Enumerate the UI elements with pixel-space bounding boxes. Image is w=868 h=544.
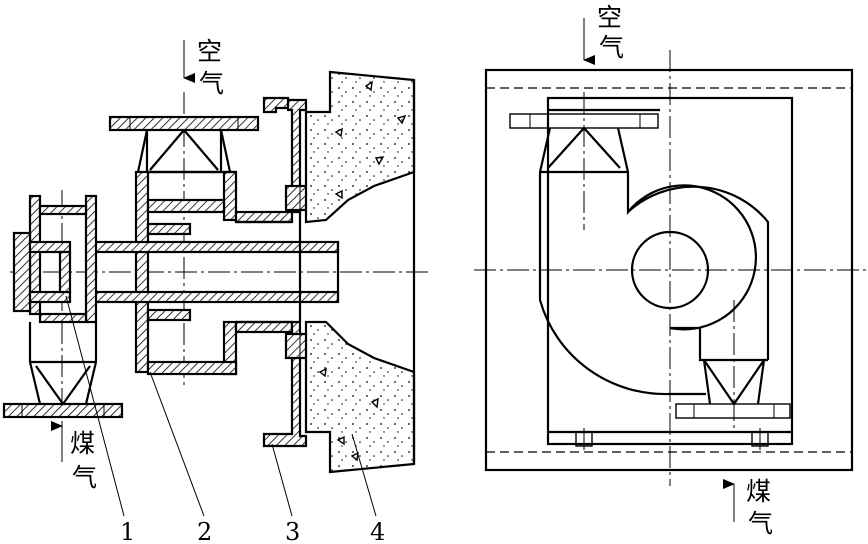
refractory-marks: [318, 80, 407, 462]
leader-4: [351, 433, 377, 517]
gas-inner-tube-top: [28, 240, 72, 254]
gas-inlet-flange-right: [675, 403, 791, 419]
air-chamber-inner-bottom: [146, 308, 192, 322]
gas-inner-tube-bottom: [28, 290, 72, 304]
refractory-block-bottom: [304, 320, 416, 474]
air-inlet-nozzle-right: [538, 127, 630, 174]
part-number-4: 4: [370, 518, 385, 544]
volute-mid: [626, 172, 757, 331]
air-inlet-flange: [108, 115, 260, 132]
air-label-right: 空 气: [597, 3, 630, 62]
gas-chamber-wall-right: [84, 194, 98, 324]
part-number-2: 2: [197, 518, 212, 544]
volute-outer-left: [538, 172, 706, 396]
air-chamber-bottom-plate: [146, 360, 238, 376]
leader-1: [65, 295, 125, 517]
air-duct-top: [234, 210, 294, 224]
leader-3: [271, 443, 293, 517]
leader-2: [149, 371, 205, 517]
section-view: 空 气: [2, 37, 428, 544]
part-number-3: 3: [285, 518, 300, 544]
refractory-block-top: [304, 70, 416, 224]
air-chamber-wall-right-top: [222, 170, 238, 222]
gas-end-cap: [12, 231, 32, 313]
air-chamber-top-plate: [146, 198, 226, 214]
air-chamber-wall-left: [134, 170, 150, 374]
volute-outer-right: [627, 185, 770, 360]
air-label-left: 空 气: [197, 37, 230, 98]
gas-inner-tube-end: [58, 250, 72, 294]
mounting-flange-top: [262, 96, 290, 114]
gas-inlet-flange: [2, 402, 124, 419]
gas-tube-section: [630, 230, 710, 310]
gas-inlet-nozzle: [28, 322, 98, 405]
part-number-1: 1: [120, 518, 135, 544]
air-duct-bottom: [234, 320, 294, 334]
gas-label-left: 煤 气: [70, 429, 103, 492]
air-chamber-inner-top: [146, 222, 192, 236]
gas-label-right: 煤 气: [746, 477, 779, 538]
end-view: 空 气 煤 气: [474, 3, 866, 538]
gas-chamber-bottom: [38, 312, 88, 324]
gas-chamber-top: [38, 204, 88, 216]
